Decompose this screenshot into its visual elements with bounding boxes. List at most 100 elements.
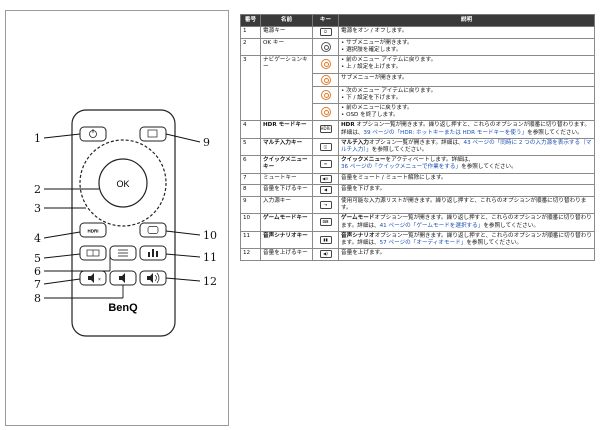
description-text: 使用可能な入力源リストが開きます。繰り返し押すと、これらのオプションが順番に切り… — [341, 197, 587, 212]
description-text: をアクティベートします。詳細は、 — [385, 157, 474, 164]
callout-6: 6 — [34, 265, 41, 278]
description-cell: 音量を下げます。 — [338, 184, 595, 197]
description-cell: • 前のメニューに戻ります。• OSD を終了します。 — [338, 102, 595, 122]
key-icon-cell: ◫ — [312, 137, 339, 157]
description-text: 音量をミュート / ミュート解除にします。 — [341, 174, 447, 181]
description-text: を参照してください。 — [466, 239, 522, 246]
row-name: クイックメニューキー — [260, 155, 313, 174]
callout-12: 12 — [203, 275, 217, 288]
row-number: 7 — [240, 172, 261, 186]
game-key-icon: ⌨ — [319, 218, 332, 227]
description-cell: サブメニューが開きます。 — [338, 72, 595, 87]
description-text: • サブメニューが開きます。 — [341, 39, 413, 46]
row-number: 2 — [240, 37, 261, 57]
row-name: 音量を下げるキー — [260, 184, 313, 197]
row-number: 8 — [240, 184, 261, 197]
input-icon — [147, 129, 158, 138]
menu-key-icon: ≡ — [319, 159, 332, 168]
key-icon-cell: ▮▮ — [312, 230, 339, 250]
row-number: 1 — [240, 26, 261, 39]
key-icon-cell: ≡ — [312, 155, 339, 174]
description-link[interactable]: 41 ページの「ゲームモードを選択する」 — [379, 222, 484, 229]
description-link[interactable]: 43 ページの「同時に 2 つの入力源を表示する（マルチ入力）」 — [341, 139, 592, 153]
row-name: ナビゲーションキー — [260, 55, 313, 122]
volup-key-icon: ◀) — [319, 250, 332, 259]
description-cell: • 次のメニュー アイテムに戻ります。• 下 / 設定を下げます。 — [338, 85, 595, 104]
game-button — [139, 222, 167, 238]
row-name: 入力源キー — [260, 195, 313, 215]
callout-2: 2 — [34, 183, 41, 196]
callout-9: 9 — [203, 136, 210, 149]
row-number: 5 — [240, 137, 261, 157]
description-text: 音量を下げます。 — [341, 186, 386, 193]
row-number: 9 — [240, 195, 261, 215]
row-number: 12 — [240, 248, 261, 261]
row-number: 6 — [240, 155, 261, 174]
description-text: オプション一覧が開きます。繰り返し押すと、これらのオプションが順番に切り替わりま… — [341, 215, 592, 229]
description-cell: 音量をミュート / ミュート解除にします。 — [338, 172, 595, 186]
nav-key-icon — [320, 74, 331, 85]
description-text: を参照してください。 — [483, 222, 539, 229]
mute-key-icon: ◀× — [319, 174, 332, 183]
row-name: ミュートキー — [260, 172, 313, 186]
callout-3: 3 — [34, 202, 41, 215]
description-text: サブメニューが開きます。 — [341, 74, 408, 81]
description-text: • OSD を終了します。 — [341, 112, 399, 119]
description-link[interactable]: 57 ページの「オーディオモード」 — [379, 239, 467, 246]
audio-icon — [148, 252, 150, 257]
key-icon-cell: ⇥ — [312, 195, 339, 215]
volume-down-icon — [119, 273, 125, 283]
table-header-row: 番号 名前 キー 説明 — [240, 14, 595, 27]
svg-text:×: × — [98, 277, 101, 283]
voldown-key-icon: ◀ — [319, 186, 332, 195]
HDRi-key-icon: HDRi — [319, 125, 332, 134]
description-bold: ゲームモード — [341, 215, 375, 222]
description-link[interactable]: 36 ページの「クイックメニューで作業をする」 — [341, 164, 462, 171]
row-name: ゲームモードキー — [260, 213, 313, 232]
callout-5: 5 — [34, 252, 41, 265]
description-text: • 下 / 設定を下げます。 — [341, 94, 402, 101]
key-icon-cell — [312, 85, 339, 104]
description-link[interactable]: 39 ページの「HDR: ホットキーまたは HDR モードキーを使う」 — [363, 129, 528, 136]
description-text: • 前のメニュー アイテムに戻ります。 — [341, 57, 437, 64]
key-icon-cell — [312, 72, 339, 87]
description-cell: • 前のメニュー アイテムに戻ります。• 上 / 設定を上げます。 — [338, 55, 595, 74]
key-icon-cell — [312, 55, 339, 74]
callout-10: 10 — [203, 229, 217, 242]
key-icon-cell: ◀ — [312, 184, 339, 197]
row-number: 10 — [240, 213, 261, 232]
description-cell: 音声シナリオオプション一覧が開きます。繰り返し押すと、これらのオプションが順番に… — [338, 230, 595, 250]
description-text: • 選択肢を確定します。 — [341, 46, 402, 53]
description-text: を参照してください。 — [527, 129, 583, 136]
row-name: HDR モードキー — [260, 120, 313, 139]
row-name: マルチ入力キー — [260, 137, 313, 157]
description-cell: • サブメニューが開きます。• 選択肢を確定します。 — [338, 37, 595, 57]
description-text: • 前のメニューに戻ります。 — [341, 104, 413, 111]
header-key: キー — [312, 14, 339, 27]
row-number: 3 — [240, 55, 261, 122]
row-number: 4 — [240, 120, 261, 139]
description-cell: 電源をオン / オフします。 — [338, 26, 595, 39]
header-description: 説明 — [338, 14, 595, 27]
description-cell: HDR オプション一覧が開きます。繰り返し押すと、これらのオプションが順番に切り… — [338, 120, 595, 139]
ok-key-icon — [320, 41, 331, 52]
key-icon-cell: ◀) — [312, 248, 339, 261]
description-bold: 音声シナリオ — [341, 232, 375, 239]
description-bold: クイックメニュー — [341, 157, 386, 164]
description-text: を参照してください。 — [371, 146, 428, 153]
hdr-button — [79, 222, 107, 238]
description-text: • 次のメニュー アイテムに戻ります。 — [341, 87, 437, 94]
callout-7: 7 — [34, 278, 41, 291]
description-text: 音量を上げます。 — [341, 250, 386, 257]
description-bold: HDR — [341, 122, 355, 129]
row-number: 11 — [240, 230, 261, 250]
remote-diagram: OK HDRi × BenQ — [34, 109, 217, 337]
input-button — [139, 126, 167, 142]
